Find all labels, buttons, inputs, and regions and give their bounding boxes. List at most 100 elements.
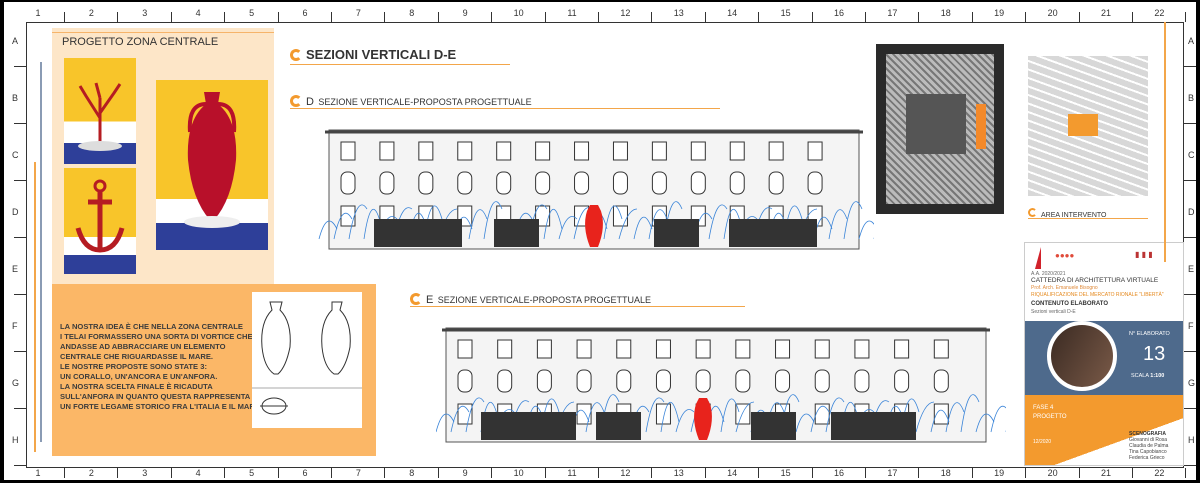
window (574, 171, 590, 195)
member-name: Tina Capobianco (1129, 449, 1167, 455)
phase-band: FASE 4 PROGETTO 12/2020 SCENOGRAFIA Giov… (1025, 395, 1183, 465)
window (612, 141, 628, 161)
vortex-frame (333, 212, 353, 240)
description-line: LA NOSTRA IDEA È CHE NELLA ZONA CENTRALE (60, 322, 243, 331)
window (612, 205, 628, 227)
window (457, 339, 473, 359)
grid-column-label: 9 (462, 468, 468, 478)
grid-column-label: 22 (1154, 8, 1165, 18)
date: 12/2020 (1033, 439, 1052, 445)
window (457, 369, 473, 393)
window (379, 171, 395, 195)
institution-logos: ▮ ▮ ▮ (1135, 250, 1153, 259)
professor-name: Prof. Arch. Emanuele Bisogno (1031, 285, 1098, 291)
grid-column-label: 11 (567, 8, 577, 18)
window (814, 369, 830, 393)
vortex-frame (660, 401, 680, 433)
number-label: N° ELABORATO (1129, 331, 1170, 337)
vortex-frame (645, 397, 665, 433)
scale-label: SCALA (1131, 373, 1149, 379)
ring-bullet-icon (410, 292, 422, 305)
cover-photo (1047, 321, 1117, 391)
vortex-frame (603, 205, 623, 240)
window (655, 339, 671, 359)
ring-bullet-icon (290, 48, 302, 61)
grid-column-label: 2 (88, 8, 94, 18)
vortex-frame (483, 201, 503, 240)
description-line: UN FORTE LEGAME STORICO FRA L'ITALIA E I… (60, 402, 263, 411)
grid-column-label: 4 (195, 8, 201, 18)
grid-row-label: H (1188, 435, 1195, 445)
grid-row-label: A (12, 36, 19, 46)
vortex-frame (708, 204, 728, 240)
grid-column-label: 3 (142, 8, 148, 18)
window (807, 171, 823, 195)
description-line: CENTRALE CHE RIGUARDASSE IL MARE. (60, 352, 214, 361)
ring-bullet-icon (290, 94, 302, 107)
window (775, 369, 791, 393)
market-stall (494, 219, 539, 247)
window (854, 369, 870, 393)
logo-icon (1035, 247, 1041, 269)
grid-column-label: 5 (249, 468, 255, 478)
window (933, 403, 949, 425)
grid-column-label: 5 (249, 8, 255, 18)
market-stall (751, 412, 796, 440)
vortex-frame (990, 405, 1006, 433)
side-rail (40, 62, 42, 442)
vortex-frame (450, 405, 470, 433)
window (814, 403, 830, 425)
window (768, 171, 784, 195)
grid-row-label: C (12, 150, 19, 160)
description-panel: LA NOSTRA IDEA È CHE NELLA ZONA CENTRALE… (52, 284, 376, 456)
window (535, 205, 551, 227)
vortex-frame (585, 402, 605, 433)
window (695, 339, 711, 359)
window (894, 339, 910, 359)
window (933, 369, 949, 393)
vortex-frame (810, 405, 830, 433)
window (894, 369, 910, 393)
vortex-frame (915, 401, 935, 433)
member-name: Federica Grieco (1129, 455, 1165, 461)
vortex-frame (468, 209, 488, 240)
grid-column-label: 12 (620, 8, 631, 18)
section-e-drawing (436, 327, 1006, 443)
content-label: CONTENUTO ELABORATO (1031, 301, 1109, 307)
grid-column-label: 9 (462, 8, 468, 18)
section-e-heading: E SEZIONE VERTICALE-PROPOSTA PROGETTUALE (410, 290, 651, 308)
window (651, 171, 667, 195)
grid-column-label: 6 (302, 468, 308, 478)
map-caption: AREA INTERVENTO (1028, 204, 1106, 222)
grid-row-label: B (1188, 93, 1195, 103)
description-text: LA NOSTRA IDEA È CHE NELLA ZONA CENTRALE… (60, 322, 262, 412)
anchor-image (64, 168, 136, 274)
window (690, 171, 706, 195)
section-d-drawing (318, 129, 874, 250)
vortex-frame (558, 216, 578, 240)
description-line: LA NOSTRA SCELTA FINALE È RICADUTA (60, 382, 213, 391)
window (497, 369, 513, 393)
vortex-frame (795, 413, 815, 433)
vortex-frame (633, 216, 653, 240)
window (340, 171, 356, 195)
vortex-frame (828, 209, 848, 240)
window (496, 141, 512, 161)
window (457, 141, 473, 161)
location-map (1028, 56, 1148, 196)
window (379, 141, 395, 161)
grid-column-label: 10 (513, 8, 524, 18)
window (729, 141, 745, 161)
window (775, 339, 791, 359)
partner-logos: ●●●● (1055, 251, 1075, 260)
description-line: I TELAI FORMASSERO UNA SORTA DI VORTICE … (60, 332, 253, 341)
vortex-frame (843, 201, 863, 240)
grid-row-label: H (12, 435, 19, 445)
description-line: SULL'ANFORA IN QUANTO QUESTA RAPPRESENTA (60, 392, 251, 401)
window (735, 403, 751, 425)
window (418, 141, 434, 161)
ring-bullet-icon (1028, 208, 1037, 218)
section-d-heading: D SEZIONE VERTICALE-PROPOSTA PROGETTUALE (290, 92, 532, 110)
window (735, 339, 751, 359)
grid-column-label: 18 (940, 8, 951, 18)
